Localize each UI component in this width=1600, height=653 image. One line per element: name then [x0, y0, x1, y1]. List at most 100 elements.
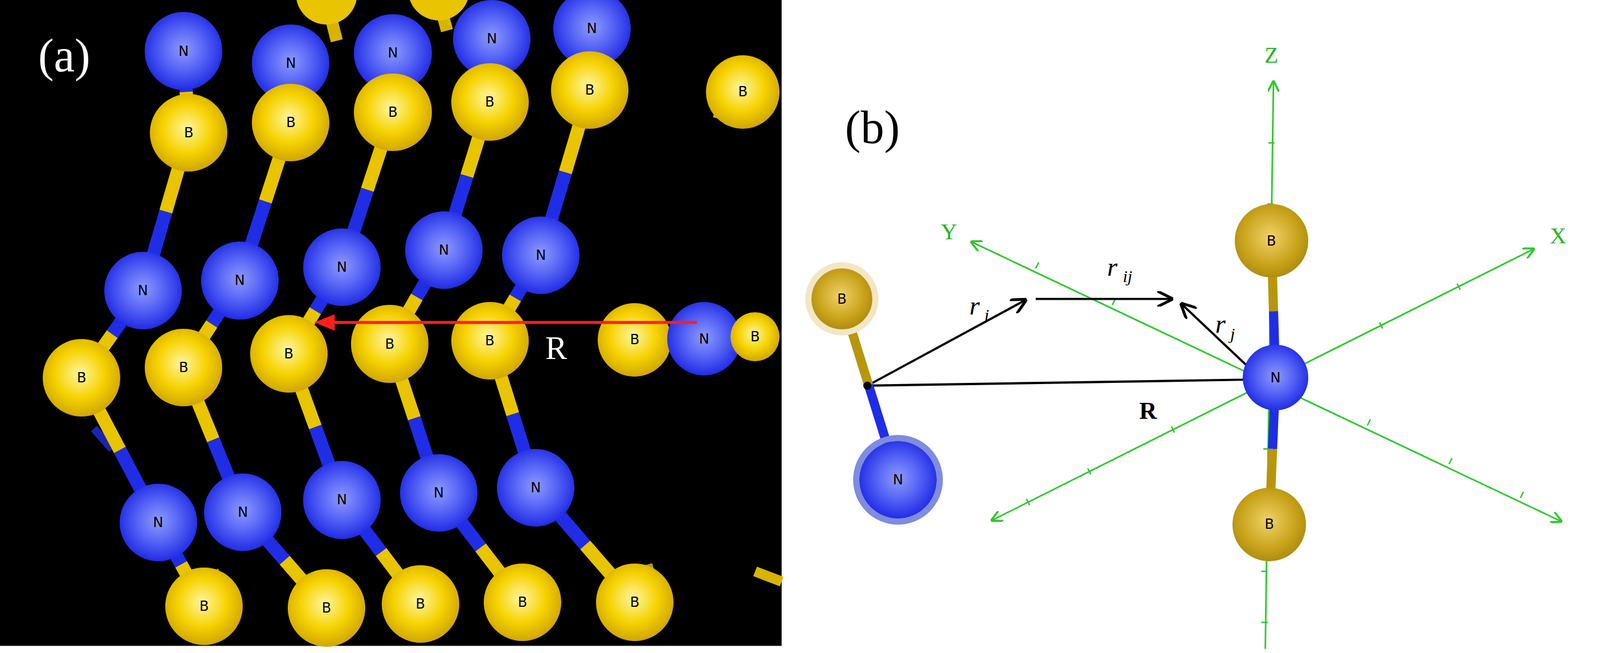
bond-half — [381, 552, 400, 577]
chemical-bond — [300, 387, 330, 467]
atom-sphere: B — [451, 63, 529, 141]
atom-sphere: B — [811, 268, 873, 330]
partial-atom — [295, 0, 357, 25]
axis-ticks — [1035, 262, 1524, 499]
vector-label: j — [1230, 324, 1235, 342]
bond-half — [558, 514, 586, 545]
atom-sphere: B — [250, 315, 328, 393]
bond-half — [414, 418, 428, 460]
bond-half — [868, 385, 888, 446]
atom-symbol: N — [530, 480, 541, 495]
chemical-bond — [250, 156, 280, 247]
bond-half — [300, 387, 316, 428]
atom-symbol: N — [137, 283, 149, 298]
atom-sphere: N — [667, 301, 741, 376]
atom-symbol: B — [1266, 234, 1276, 248]
atom-sphere: B — [353, 73, 432, 151]
atom-symbol: N — [336, 492, 348, 507]
atom-sphere: B — [350, 304, 429, 383]
chemical-bond — [500, 374, 526, 454]
chemical-bond — [400, 377, 428, 460]
atom-symbol: B — [837, 292, 847, 306]
vector-label: r — [1215, 311, 1226, 338]
bond-half — [165, 166, 179, 212]
atom-sphere: B — [381, 565, 460, 643]
bond-half — [512, 414, 526, 455]
bond-half — [466, 135, 480, 177]
atom-symbol: B — [388, 105, 398, 120]
atom-sphere: B — [730, 312, 780, 362]
atom-symbol: N — [535, 248, 546, 263]
chemical-bond — [266, 539, 304, 582]
vector-label: i — [984, 306, 989, 324]
bond-half — [362, 528, 382, 553]
bond-half — [250, 201, 266, 248]
atom-sphere: N — [496, 449, 575, 527]
atom-sphere: N — [201, 241, 279, 320]
atom-symbol: B — [286, 115, 296, 130]
bond-half — [213, 439, 230, 480]
atom-symbol: B — [385, 337, 395, 351]
bond-half — [367, 145, 382, 190]
atom-symbol: B — [585, 83, 595, 97]
atom-symbol: B — [76, 370, 87, 385]
bond-half — [460, 520, 481, 548]
atom-symbol: B — [484, 333, 495, 348]
position-vectors — [867, 299, 1256, 386]
chemical-bond — [460, 520, 501, 574]
chemical-bond — [407, 280, 427, 313]
vector-label: R — [1139, 397, 1157, 423]
atom-sphere: N — [1242, 344, 1309, 411]
atom-symbol: N — [336, 260, 348, 275]
bond-half — [500, 374, 513, 415]
atom-sphere: N — [400, 454, 478, 532]
bond-half — [152, 211, 166, 257]
bond-half — [480, 547, 501, 575]
distance-arrowhead — [314, 314, 336, 332]
chemical-bond — [307, 297, 324, 324]
atom-symbol: B — [737, 84, 748, 99]
vector-label: ij — [1122, 267, 1133, 285]
bond-half — [1270, 449, 1273, 492]
distance-arrow — [330, 320, 697, 324]
atom-sphere: B — [596, 563, 674, 642]
atom-symbol: B — [630, 595, 640, 610]
vector-label: r — [1107, 254, 1118, 281]
atom-symbol: N — [486, 31, 497, 46]
chemical-bond — [98, 408, 142, 492]
bond-half — [266, 539, 285, 561]
atom-symbol: N — [438, 243, 450, 257]
bond-half — [550, 172, 566, 222]
atom-symbol: N — [234, 273, 246, 288]
atom-symbol: N — [699, 332, 710, 346]
atom-symbol: B — [178, 360, 189, 375]
bond-half — [400, 377, 415, 419]
bond-midpoint — [863, 381, 872, 390]
atom-sphere: B — [550, 51, 629, 129]
chemical-bond — [850, 324, 888, 446]
atom-sphere: B — [705, 55, 780, 129]
bond-half — [265, 156, 281, 202]
bond-half — [352, 189, 367, 234]
atom-sphere: B — [1232, 487, 1306, 562]
atom-sphere: B — [287, 569, 366, 647]
atom-symbol: N — [178, 44, 189, 59]
atom-sphere: B — [451, 301, 529, 380]
atom-sphere: N — [303, 460, 381, 539]
atom-symbol: N — [237, 505, 248, 520]
vector-label: R — [545, 331, 567, 365]
bond-half — [1272, 274, 1274, 312]
vector-line — [1181, 304, 1256, 374]
atom-sphere: B — [597, 303, 672, 377]
axis-label: X — [1549, 225, 1566, 248]
bond-half — [119, 450, 142, 492]
atom-symbol: B — [321, 601, 332, 615]
vector-line — [867, 379, 1251, 386]
atom-symbol: N — [586, 21, 598, 36]
atom-sphere: B — [149, 94, 228, 172]
